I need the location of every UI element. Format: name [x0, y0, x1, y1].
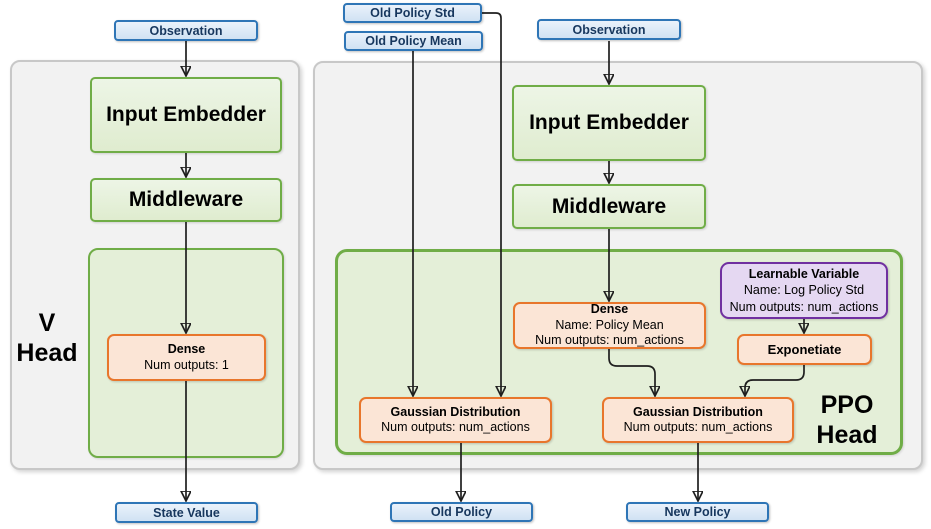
arrow-dense-to-gaussian-new	[608, 349, 655, 396]
dense-v-outputs: Num outputs: 1	[144, 357, 229, 372]
observation-node-ppo: Observation	[537, 19, 681, 40]
input-embedder-box-ppo: Input Embedder	[512, 85, 706, 161]
gaussian-new-title: Gaussian Distribution	[633, 404, 763, 419]
arrow-exponetiate-to-gaussian-new	[745, 365, 805, 396]
input-embedder-box-v: Input Embedder	[90, 77, 282, 153]
dense-policy-mean-outputs: Num outputs: num_actions	[535, 333, 684, 348]
dense-v-title: Dense	[167, 342, 206, 356]
v-head-label-line2: Head	[16, 339, 78, 367]
ppo-head-label-line2: Head	[816, 421, 878, 449]
arrow-old-policy-std-to-gaussian-old	[482, 12, 501, 396]
v-head-label: V Head	[5, 308, 89, 368]
exponetiate-label: Exponetiate	[767, 341, 842, 357]
old-policy-std-label: Old Policy Std	[370, 6, 455, 20]
middleware-box-ppo: Middleware	[512, 184, 706, 229]
old-policy-std-node: Old Policy Std	[343, 3, 482, 23]
new-policy-node: New Policy	[626, 502, 769, 522]
dense-policy-mean-box: Dense Name: Policy Mean Num outputs: num…	[513, 302, 706, 349]
dense-policy-mean-name: Name: Policy Mean	[555, 317, 664, 332]
learnable-variable-outputs: Num outputs: num_actions	[729, 299, 879, 314]
dense-policy-mean-title: Dense	[590, 302, 629, 317]
observation-node-v-label: Observation	[149, 23, 223, 38]
learnable-variable-name: Name: Log Policy Std	[743, 283, 865, 298]
ppo-head-label: PPO Head	[797, 390, 897, 450]
gaussian-old-outputs: Num outputs: num_actions	[381, 420, 530, 434]
gaussian-new-outputs: Num outputs: num_actions	[623, 420, 773, 434]
middleware-ppo-label: Middleware	[551, 194, 667, 218]
exponetiate-box: Exponetiate	[737, 334, 872, 365]
learnable-variable-box: Learnable Variable Name: Log Policy Std …	[720, 262, 888, 319]
new-policy-label: New Policy	[664, 505, 731, 519]
state-value-label: State Value	[153, 505, 220, 520]
input-embedder-ppo-label: Input Embedder	[529, 111, 689, 134]
ppo-head-label-line1: PPO	[820, 391, 874, 419]
middleware-box-v: Middleware	[90, 178, 282, 222]
learnable-variable-title: Learnable Variable	[748, 266, 860, 281]
v-head-label-line1: V	[38, 309, 56, 337]
observation-node-ppo-label: Observation	[572, 22, 646, 37]
old-policy-node: Old Policy	[390, 502, 533, 522]
old-policy-mean-label: Old Policy Mean	[365, 34, 462, 48]
old-policy-label: Old Policy	[430, 505, 493, 519]
gaussian-old-title: Gaussian Distribution	[390, 404, 521, 419]
old-policy-mean-node: Old Policy Mean	[344, 31, 483, 51]
gaussian-distribution-box-old: Gaussian Distribution Num outputs: num_a…	[359, 397, 552, 443]
dense-box-v: Dense Num outputs: 1	[107, 334, 266, 381]
state-value-node: State Value	[115, 502, 258, 523]
middleware-v-label: Middleware	[128, 188, 244, 211]
input-embedder-v-label: Input Embedder	[106, 103, 266, 126]
gaussian-distribution-box-new: Gaussian Distribution Num outputs: num_a…	[602, 397, 794, 443]
observation-node-v: Observation	[114, 20, 258, 41]
